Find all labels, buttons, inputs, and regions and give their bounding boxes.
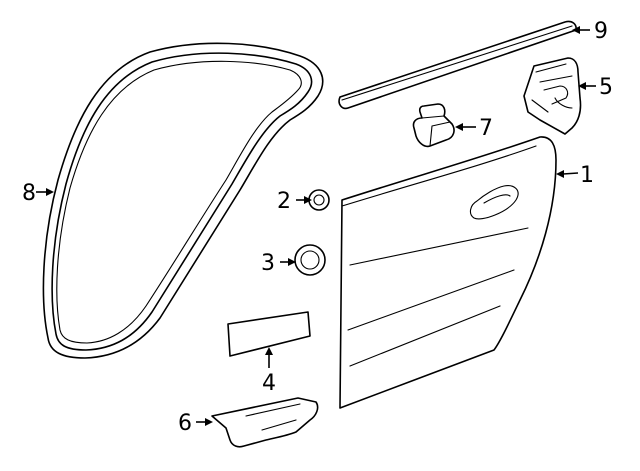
callout-leaders — [36, 26, 596, 426]
callout-5: 5 — [599, 75, 613, 100]
callout-6: 6 — [178, 411, 192, 436]
weatherstrip-seal — [42, 42, 324, 359]
check-clip — [412, 103, 455, 148]
callout-8: 8 — [22, 181, 36, 206]
lower-bracket — [211, 397, 319, 448]
callout-4: 4 — [262, 371, 276, 396]
callout-1: 1 — [580, 163, 594, 188]
callout-2: 2 — [277, 189, 291, 214]
callout-7: 7 — [479, 116, 493, 141]
callout-9: 9 — [594, 19, 608, 44]
small-plug — [308, 189, 330, 211]
grommet-plug — [294, 244, 326, 276]
insulator-pad — [227, 311, 311, 357]
callout-3: 3 — [261, 251, 275, 276]
hinge-bracket — [523, 57, 582, 135]
door-shell — [339, 136, 557, 409]
